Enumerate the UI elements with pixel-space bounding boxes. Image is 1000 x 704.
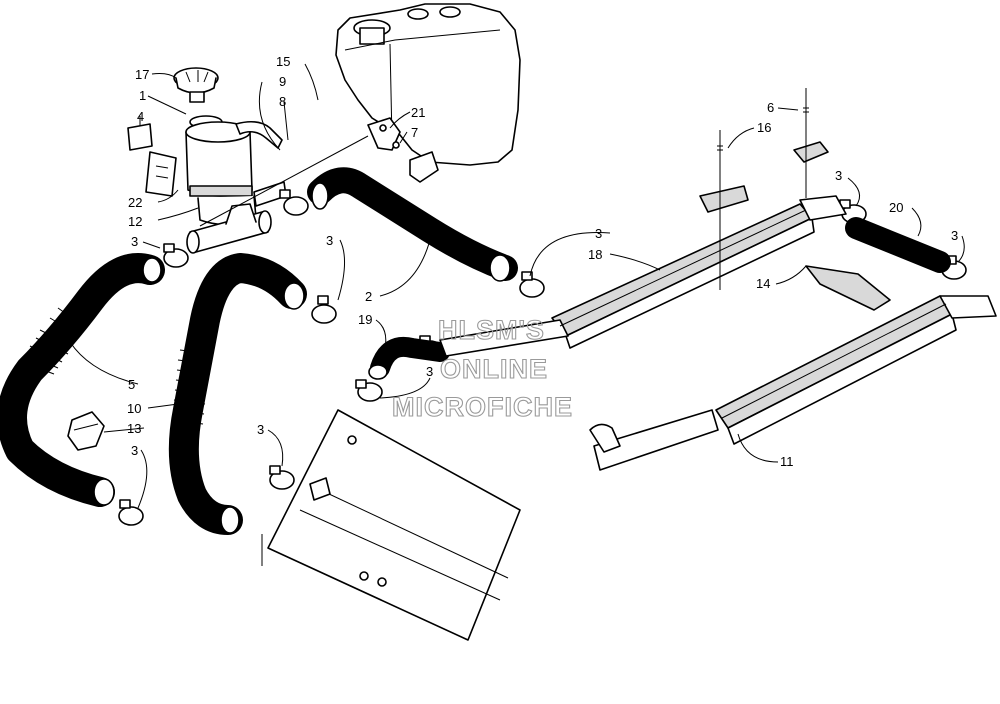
heat-exchanger-panel bbox=[267, 409, 521, 641]
callout-18: 18 bbox=[588, 247, 602, 262]
callout-5: 5 bbox=[128, 377, 135, 392]
bracket-16 bbox=[699, 130, 749, 290]
callout-20: 20 bbox=[889, 200, 903, 215]
callout-21: 21 bbox=[411, 105, 425, 120]
callout-11: 11 bbox=[780, 454, 794, 469]
callout-2: 2 bbox=[365, 289, 372, 304]
callout-15: 15 bbox=[276, 54, 290, 69]
watermark-line-1: HLSM'S bbox=[438, 315, 545, 345]
callout-labels: 17 1 4 22 12 9 8 15 21 7 3 3 2 5 10 13 3… bbox=[127, 54, 958, 469]
pressure-cap bbox=[173, 67, 219, 103]
exchanger-rail-11 bbox=[589, 295, 997, 471]
callout-12: 12 bbox=[128, 214, 142, 229]
watermark-line-2: ONLINE bbox=[440, 354, 548, 384]
callout-3-c: 3 bbox=[131, 443, 138, 458]
exchanger-rail-18 bbox=[439, 203, 815, 357]
elbow-hose-19 bbox=[368, 337, 450, 380]
callout-3-h: 3 bbox=[951, 228, 958, 243]
clamp-3-c bbox=[311, 295, 337, 324]
reservoir-tank bbox=[335, 3, 521, 183]
leader-lines bbox=[69, 63, 965, 566]
hose-2 bbox=[307, 167, 518, 282]
hose-10 bbox=[168, 253, 307, 535]
callout-17: 17 bbox=[135, 67, 149, 82]
crossover-tube-20 bbox=[799, 195, 951, 273]
hose-5 bbox=[0, 253, 165, 507]
callout-9: 9 bbox=[279, 74, 286, 89]
clamp-3-b bbox=[279, 189, 309, 216]
clamp-13 bbox=[67, 411, 105, 451]
callout-3-d: 3 bbox=[257, 422, 264, 437]
callout-6: 6 bbox=[767, 100, 774, 115]
clamp-3-g bbox=[519, 271, 545, 298]
callout-7: 7 bbox=[411, 125, 418, 140]
bracket-6 bbox=[793, 88, 829, 198]
callout-3-f: 3 bbox=[595, 226, 602, 241]
callout-10: 10 bbox=[127, 401, 141, 416]
clamp-3-f bbox=[355, 379, 383, 402]
decal-pieces bbox=[127, 123, 177, 197]
callout-3-a: 3 bbox=[131, 234, 138, 249]
clamp-3-d bbox=[118, 499, 144, 526]
y-fitting bbox=[186, 203, 272, 254]
callout-4: 4 bbox=[137, 109, 144, 124]
callout-22: 22 bbox=[128, 195, 142, 210]
callout-14: 14 bbox=[756, 276, 770, 291]
callout-19: 19 bbox=[358, 312, 372, 327]
filler-neck-assembly bbox=[185, 115, 287, 226]
watermark: HLSM'S ONLINE MICROFICHE bbox=[391, 314, 573, 422]
bracket-14 bbox=[805, 265, 891, 311]
clamp-3-e bbox=[269, 465, 295, 490]
clamp-3-a bbox=[163, 243, 189, 268]
callout-8: 8 bbox=[279, 94, 286, 109]
callout-13: 13 bbox=[127, 421, 141, 436]
callout-3-b: 3 bbox=[326, 233, 333, 248]
callout-1: 1 bbox=[139, 88, 146, 103]
callout-16: 16 bbox=[757, 120, 771, 135]
watermark-line-3: MICROFICHE bbox=[392, 392, 573, 422]
callout-3-g: 3 bbox=[835, 168, 842, 183]
callout-3-e: 3 bbox=[426, 364, 433, 379]
